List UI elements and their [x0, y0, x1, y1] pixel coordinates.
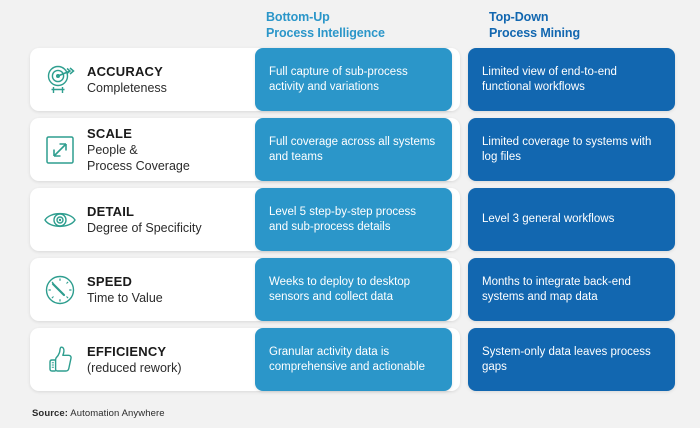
column-headers: Bottom-Up Process Intelligence Top-Down … [0, 0, 700, 48]
source-label: Source: [32, 408, 69, 419]
cell-text: Weeks to deploy to desktop sensors and c… [269, 275, 411, 303]
cell-text: Full coverage across all systems and tea… [269, 135, 436, 163]
cell-top-down-accuracy: Limited view of end-to-end functional wo… [468, 48, 675, 111]
column-header-bottom-up: Bottom-Up Process Intelligence [266, 9, 385, 41]
row-title: EFFICIENCY [87, 343, 167, 359]
cell-bottom-up-speed: Weeks to deploy to desktop sensors and c… [255, 258, 452, 321]
cell-top-down-efficiency: System-only data leaves process gaps [468, 328, 675, 391]
cell-text: Limited view of end-to-end functional wo… [482, 65, 617, 93]
cell-bottom-up-scale: Full coverage across all systems and tea… [255, 118, 452, 181]
row-subtitle: Completeness [87, 80, 167, 95]
row-label-text: EFFICIENCY (reduced rework) [87, 344, 181, 376]
column-header-top-down-line1: Top-Down [489, 10, 549, 24]
row-title: ACCURACY [87, 63, 163, 79]
cell-bottom-up-efficiency: Granular activity data is comprehensive … [255, 328, 452, 391]
row-label-text: SPEED Time to Value [87, 274, 163, 306]
row-subtitle: People & [87, 142, 138, 157]
cell-top-down-scale: Limited coverage to systems with log fil… [468, 118, 675, 181]
column-header-top-down: Top-Down Process Mining [489, 9, 580, 41]
table-row: EFFICIENCY (reduced rework) Granular act… [0, 328, 700, 391]
cell-bottom-up-accuracy: Full capture of sub-process activity and… [255, 48, 452, 111]
cell-text: System-only data leaves process gaps [482, 345, 651, 373]
column-header-bottom-up-line2: Process Intelligence [266, 26, 385, 40]
target-icon [42, 62, 78, 98]
source-footer: Source: Automation Anywhere [32, 408, 165, 419]
cell-text: Granular activity data is comprehensive … [269, 345, 425, 373]
cell-text: Level 5 step-by-step process and sub-pro… [269, 205, 417, 233]
table-row: SCALE People & Process Coverage Full cov… [0, 118, 700, 181]
source-value: Automation Anywhere [70, 408, 165, 419]
row-label-text: SCALE People & Process Coverage [87, 126, 190, 174]
row-label-text: ACCURACY Completeness [87, 64, 167, 96]
column-header-bottom-up-line1: Bottom-Up [266, 10, 330, 24]
eye-icon [42, 202, 78, 238]
thumbs-up-icon [42, 342, 78, 378]
cell-bottom-up-detail: Level 5 step-by-step process and sub-pro… [255, 188, 452, 251]
row-subtitle-line2: Process Coverage [87, 158, 190, 173]
expand-arrows-icon [42, 132, 78, 168]
cell-text: Months to integrate back-end systems and… [482, 275, 631, 303]
cell-top-down-speed: Months to integrate back-end systems and… [468, 258, 675, 321]
table-row: ACCURACY Completeness Full capture of su… [0, 48, 700, 111]
table-row: SPEED Time to Value Weeks to deploy to d… [0, 258, 700, 321]
row-subtitle: Degree of Specificity [87, 220, 202, 235]
cell-text: Full capture of sub-process activity and… [269, 65, 408, 93]
speedometer-icon [42, 272, 78, 308]
row-label-text: DETAIL Degree of Specificity [87, 204, 202, 236]
row-title: SCALE [87, 125, 133, 141]
comparison-rows: ACCURACY Completeness Full capture of su… [0, 48, 700, 398]
cell-text: Level 3 general workflows [482, 213, 615, 225]
row-title: DETAIL [87, 203, 135, 219]
table-row: DETAIL Degree of Specificity Level 5 ste… [0, 188, 700, 251]
cell-text: Limited coverage to systems with log fil… [482, 135, 652, 163]
row-subtitle: Time to Value [87, 290, 163, 305]
cell-top-down-detail: Level 3 general workflows [468, 188, 675, 251]
row-subtitle: (reduced rework) [87, 360, 182, 375]
row-title: SPEED [87, 273, 133, 289]
column-header-top-down-line2: Process Mining [489, 26, 580, 40]
